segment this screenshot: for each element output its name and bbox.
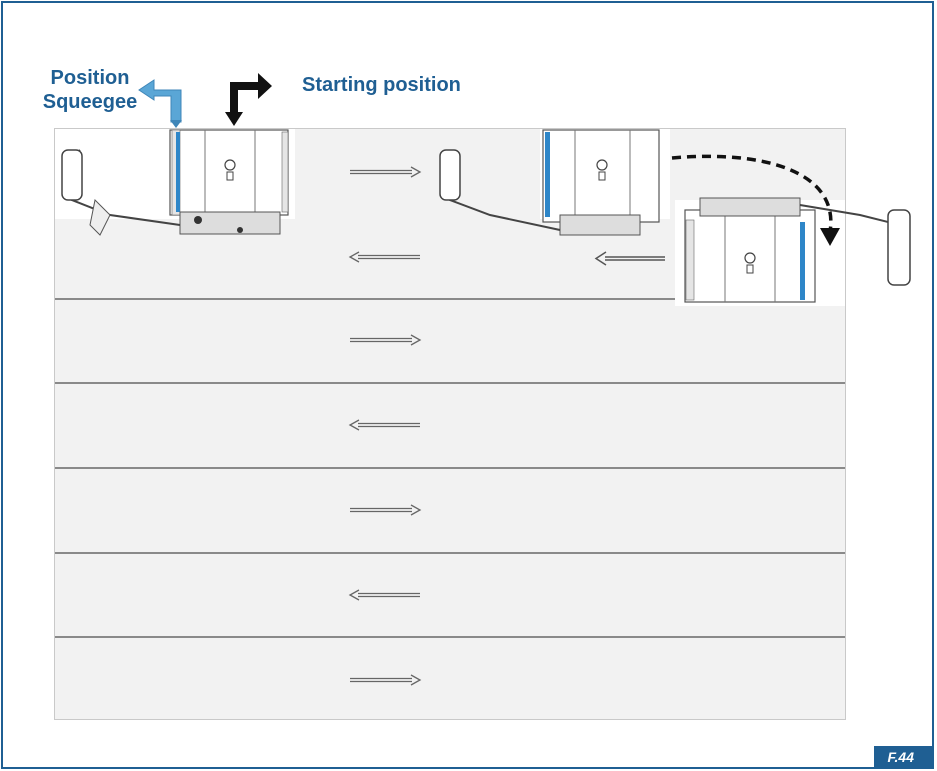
row-divider (55, 552, 845, 554)
starting-position-arrow-icon (225, 73, 272, 126)
lane-arrow-right (350, 334, 422, 346)
starting-position-label: Starting position (302, 74, 461, 96)
row-divider (55, 382, 845, 384)
row-divider (55, 298, 845, 300)
machine-icon (439, 129, 660, 236)
lane-arrow-left (594, 251, 665, 266)
squeegee-position-arrow-icon (138, 79, 182, 128)
squeegee-bar (545, 132, 550, 217)
figure-number-badge: F.44 (873, 746, 932, 768)
machine-icon (61, 129, 289, 236)
lane-arrow-left (348, 251, 420, 263)
lane-arrow-left (348, 419, 420, 431)
lane-arrow-right (350, 504, 422, 516)
row-divider (55, 467, 845, 469)
curved-turn-arrow-icon (671, 154, 840, 246)
lane-arrow-right (350, 674, 422, 686)
position-squeegee-line2: Squeegee (42, 91, 138, 113)
squeegee-bar (800, 222, 805, 300)
row-divider (55, 636, 845, 638)
machine-icon (684, 197, 911, 303)
squeegee-bar (176, 132, 180, 212)
position-squeegee-line1: Position (50, 67, 130, 89)
lane-arrow-left (348, 589, 420, 601)
lane-arrow-right (350, 166, 422, 178)
position-squeegee-label: Position Squeegee (36, 66, 144, 114)
